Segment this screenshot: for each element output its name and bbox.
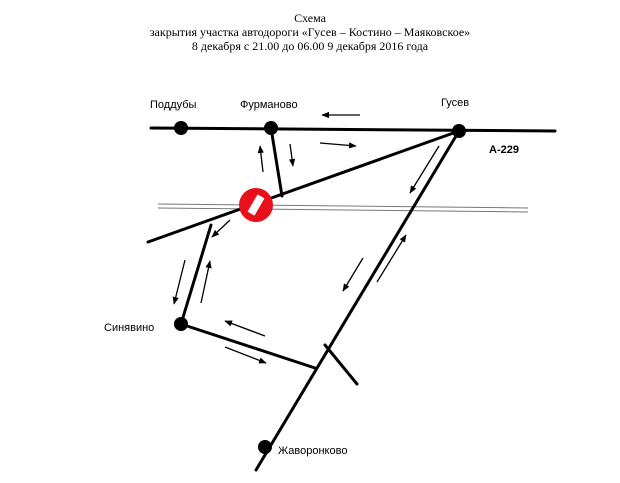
label-gusev: Гусев bbox=[441, 97, 469, 109]
direction-arrow-icon bbox=[288, 143, 296, 167]
town-dot-icon bbox=[174, 317, 188, 331]
direction-arrow-icon bbox=[224, 346, 267, 364]
direction-arrow-icon bbox=[224, 320, 266, 337]
map-title: Схема bbox=[294, 11, 326, 25]
label-sinyavino: Синявино bbox=[104, 322, 154, 334]
label-highway-a229: А-229 bbox=[489, 144, 519, 156]
direction-arrow-icon bbox=[342, 257, 364, 292]
label-furmanovo: Фурманово bbox=[240, 99, 298, 111]
road-detour-to-sinyavino bbox=[179, 223, 213, 326]
no-entry-sign-icon bbox=[239, 188, 273, 222]
traffic-arrows bbox=[172, 111, 440, 364]
road-furmanovo-link bbox=[269, 126, 284, 198]
road-sinyavino-east bbox=[179, 322, 317, 370]
town-dot-icon bbox=[174, 121, 188, 135]
direction-arrow-icon bbox=[376, 234, 407, 283]
railway bbox=[157, 203, 529, 213]
town-dot-icon bbox=[264, 121, 278, 135]
direction-arrow-icon bbox=[257, 145, 264, 173]
town-dot-icon bbox=[452, 124, 466, 138]
direction-arrow-icon bbox=[409, 145, 440, 194]
direction-arrow-icon bbox=[319, 142, 357, 149]
map-subtitle: закрытия участка автодороги «Гусев – Кос… bbox=[149, 25, 471, 39]
label-podduby: Поддубы bbox=[150, 99, 197, 111]
road-spur bbox=[323, 343, 359, 386]
road-gusev-west bbox=[146, 129, 461, 244]
road-a229 bbox=[149, 126, 557, 133]
direction-arrow-icon bbox=[211, 219, 231, 238]
label-zhavoronkovo: Жаворонково bbox=[278, 445, 347, 457]
direction-arrow-icon bbox=[172, 259, 186, 305]
town-dot-icon bbox=[258, 440, 272, 454]
map-date-range: 8 декабря с 21.00 до 06.00 9 декабря 201… bbox=[191, 39, 429, 53]
direction-arrow-icon bbox=[200, 260, 212, 304]
road-gusev-zhavoronkovo bbox=[254, 129, 461, 472]
